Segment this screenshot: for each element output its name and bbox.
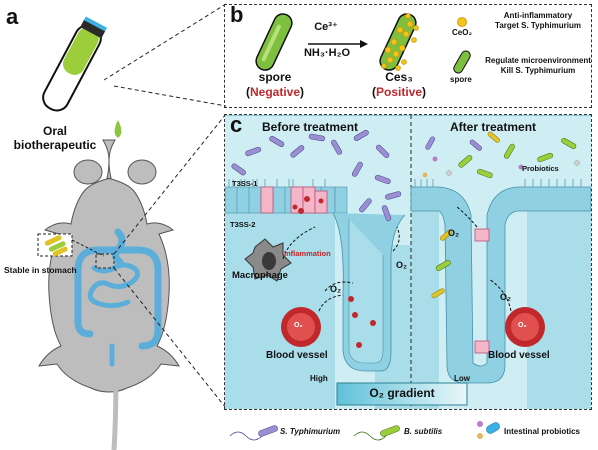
probiotic-legend-rod bbox=[486, 422, 500, 434]
tube-icon bbox=[42, 16, 108, 112]
o2-label-before-2: O₂ bbox=[396, 260, 407, 270]
probiotic-dots bbox=[422, 156, 580, 178]
panel-b-illustration bbox=[255, 13, 471, 74]
ceo2-legend-icon bbox=[457, 17, 467, 27]
ce3-label: Ce³⁺ bbox=[314, 21, 338, 33]
bsubtilis-legend-icon bbox=[380, 425, 400, 437]
oral-label-line1: Oral bbox=[42, 124, 67, 138]
o2-label-after-1: O₂ bbox=[500, 292, 511, 302]
panel-a-letter: a bbox=[6, 4, 19, 29]
positive-close-paren: ) bbox=[422, 85, 427, 99]
o2-label-after-2: O₂ bbox=[448, 228, 459, 238]
o2-gradient-label: O₂ gradient bbox=[369, 386, 435, 400]
salmonella-before bbox=[231, 129, 402, 222]
spore-legend-icon bbox=[453, 50, 471, 74]
stable-in-stomach-label: Stable in stomach bbox=[4, 265, 77, 275]
blood-vessel-before-label: Blood vessel bbox=[266, 350, 328, 361]
blood-vessel-before-icon bbox=[281, 307, 321, 347]
negative-label: (Negative) bbox=[232, 85, 318, 99]
ces3-label: Ces₃ bbox=[385, 70, 413, 84]
low-label: Low bbox=[454, 374, 470, 383]
inflammation-label: Inflammation bbox=[284, 249, 331, 258]
spore-legend-label: spore bbox=[450, 75, 472, 84]
ceo2-legend-label: CeO₂ bbox=[452, 28, 473, 37]
ceo2-particles bbox=[381, 13, 419, 71]
ceo2-description: Anti-inflammatory Target S. Typhimurium bbox=[484, 11, 592, 31]
ces3-icon bbox=[379, 13, 417, 71]
oral-label-line2: biotherapeutic bbox=[13, 138, 97, 152]
negative-text: Negative bbox=[249, 85, 301, 99]
probiotics-label: Probiotics bbox=[522, 164, 559, 173]
drop-icon bbox=[114, 120, 122, 138]
o2-in-vessel-before: O₂ bbox=[294, 322, 303, 329]
before-treatment-label: Before treatment bbox=[262, 120, 359, 134]
positive-open-paren: ( bbox=[371, 85, 376, 99]
t3ss2-label: T3SS-2 bbox=[230, 220, 256, 229]
panel-b-box bbox=[224, 4, 592, 108]
positive-text: Positive bbox=[375, 85, 423, 99]
spore-label: spore bbox=[258, 70, 292, 84]
after-treatment-label: After treatment bbox=[450, 120, 537, 134]
blood-vessel-after-label: Blood vessel bbox=[488, 350, 550, 361]
o2-in-vessel-after: O₂ bbox=[518, 322, 527, 329]
intestine-icon bbox=[74, 228, 162, 367]
probiotic-legend-dot-2 bbox=[477, 433, 483, 439]
macrophage-label: Macrophage bbox=[232, 270, 288, 281]
panel-c-letter: c bbox=[230, 112, 243, 137]
ceo2-desc-line1: Anti-inflammatory bbox=[503, 11, 573, 20]
mouse-icon bbox=[38, 139, 180, 450]
panel-a-illustration bbox=[37, 3, 227, 450]
spore-desc-line2: Kill S. Typhimurium bbox=[500, 66, 576, 75]
bsubtilis-after bbox=[435, 137, 577, 271]
macrophage-icon bbox=[244, 238, 292, 282]
salmonella-legend-icon bbox=[258, 425, 278, 437]
negative-close-paren: ) bbox=[300, 85, 305, 99]
oral-biotherapeutic-label: Oral biotherapeutic bbox=[0, 124, 110, 152]
spore-description: Regulate microenvironment Kill S. Typhim… bbox=[484, 56, 592, 76]
probiotic-legend-dot-1 bbox=[477, 421, 483, 427]
high-label: High bbox=[310, 374, 328, 383]
inflammation-stars bbox=[292, 196, 376, 348]
panel-b-letter: b bbox=[230, 2, 244, 27]
positive-label: (Positive) bbox=[354, 85, 444, 99]
spore-desc-line1: Regulate microenvironment bbox=[485, 56, 591, 65]
epithelium-before bbox=[225, 186, 348, 214]
salmonella-legend-label: S. Typhimurium bbox=[280, 427, 341, 436]
t3ss1-label: T3SS-1 bbox=[232, 179, 258, 188]
bsubtilis-legend-label: B. subtilis bbox=[404, 427, 443, 436]
probiotics-legend-label: Intestinal probiotics bbox=[504, 427, 581, 436]
stomach-inset bbox=[37, 233, 73, 257]
legend-icons bbox=[229, 421, 500, 441]
o2-gradient-bar bbox=[336, 382, 468, 406]
ceo2-desc-line2: Target S. Typhimurium bbox=[495, 21, 581, 30]
blood-vessel-after-icon bbox=[505, 307, 545, 347]
negative-open-paren: ( bbox=[245, 85, 250, 99]
spore-icon bbox=[255, 13, 293, 71]
nh3-label: NH₃·H₂O bbox=[303, 47, 351, 59]
panel-c-illustration bbox=[225, 115, 591, 409]
o2-label-before-1: O₂ bbox=[330, 284, 341, 294]
